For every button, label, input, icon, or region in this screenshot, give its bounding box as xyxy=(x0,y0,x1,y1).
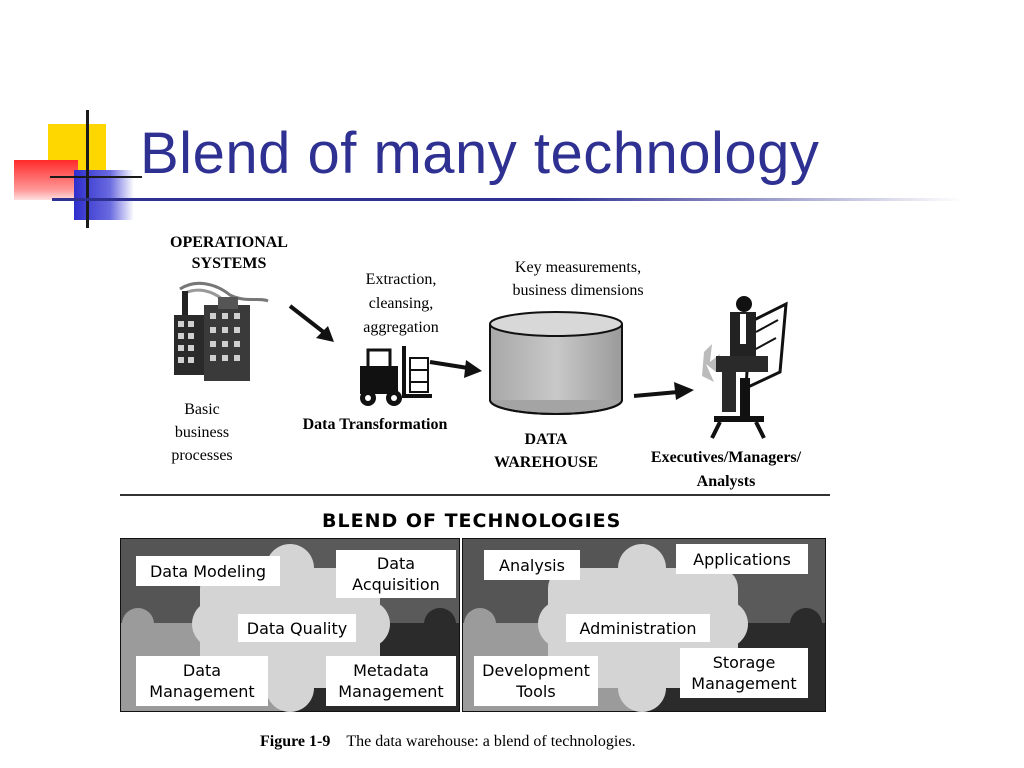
figure-number: Figure 1-9 xyxy=(260,733,331,750)
factory-icon xyxy=(174,281,269,381)
warehouse-cylinder xyxy=(489,311,623,415)
arrow-1 xyxy=(288,304,334,342)
piece-data-quality: Data Quality xyxy=(238,614,356,642)
piece-data-management: Data Management xyxy=(136,656,268,706)
arrow-2 xyxy=(429,360,482,378)
basic-processes-label: Basic business processes xyxy=(171,401,233,464)
operational-systems-label: OPERATIONAL SYSTEMS xyxy=(170,234,288,272)
arrow-3 xyxy=(633,382,694,400)
deco-blue-square xyxy=(74,170,134,220)
deco-horizontal-line xyxy=(50,176,142,178)
piece-applications: Applications xyxy=(676,544,808,574)
extraction-label: Extraction, cleansing, aggregation xyxy=(363,271,439,336)
slide-title: Blend of many technology xyxy=(140,121,820,186)
piece-data-modeling: Data Modeling xyxy=(136,556,280,586)
key-measurements-label: Key measurements, business dimensions xyxy=(512,259,644,299)
forklift-icon xyxy=(360,346,432,406)
deco-vertical-line xyxy=(86,110,89,228)
executive-icon xyxy=(702,296,788,439)
executives-label: Executives/Managers/ Analysts xyxy=(650,449,802,490)
separator-line xyxy=(120,494,830,496)
figure-text: The data warehouse: a blend of technolog… xyxy=(346,733,636,750)
data-transformation-label: Data Transformation xyxy=(302,416,448,433)
deco-red-square xyxy=(14,160,78,200)
piece-storage-management: Storage Management xyxy=(680,648,808,698)
piece-administration: Administration xyxy=(566,614,710,642)
piece-analysis: Analysis xyxy=(484,550,580,580)
piece-development-tools: Development Tools xyxy=(474,656,598,706)
title-underline xyxy=(52,198,962,201)
piece-data-acquisition: Data Acquisition xyxy=(336,550,456,598)
blend-heading: BLEND OF TECHNOLOGIES xyxy=(322,510,622,532)
piece-metadata-management: Metadata Management xyxy=(326,656,456,706)
data-warehouse-label: DATA WAREHOUSE xyxy=(493,431,599,471)
figure-caption: Figure 1-9 The data warehouse: a blend o… xyxy=(260,733,636,751)
